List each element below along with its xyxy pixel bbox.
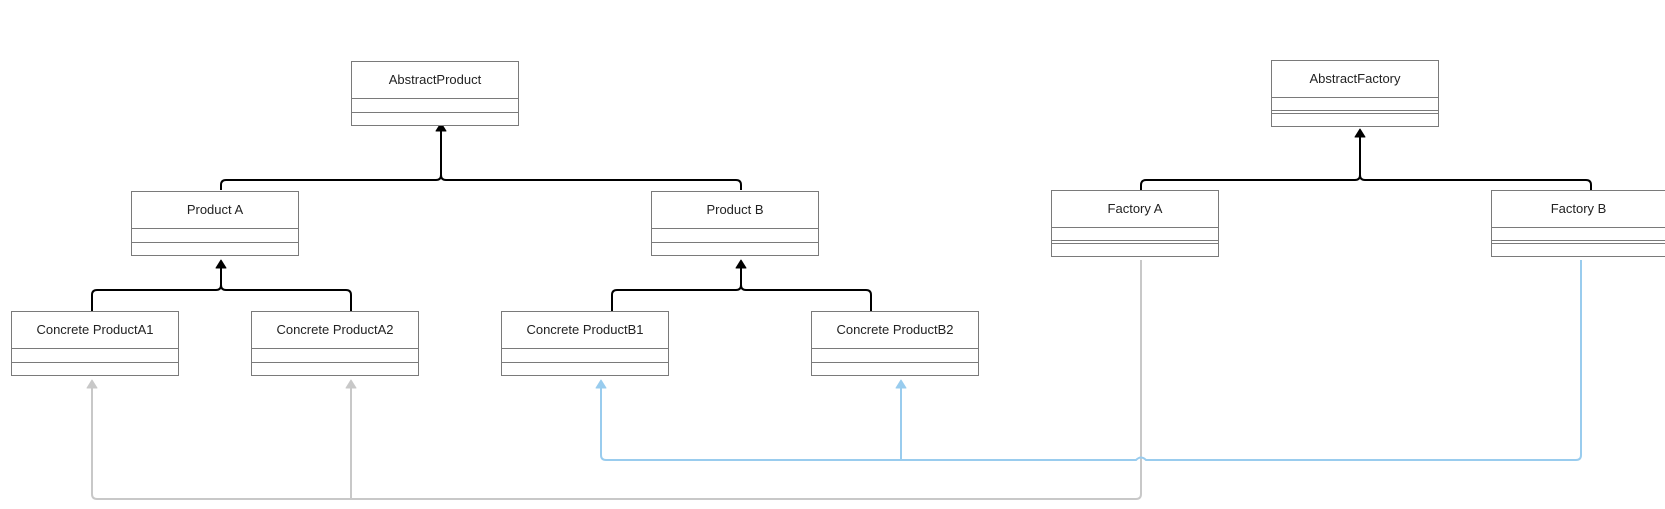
class-product-b[interactable]: Product B (651, 191, 819, 256)
class-operations-section (502, 363, 668, 375)
inheritance-concrete-b-to-product-b (611, 259, 872, 311)
class-concrete-producta1[interactable]: Concrete ProductA1 (11, 311, 179, 376)
class-operations-section (12, 363, 178, 375)
class-name: Concrete ProductB1 (502, 312, 668, 349)
class-operations-section (352, 113, 518, 125)
class-operations-section (1272, 114, 1438, 126)
class-attributes-section (1052, 228, 1218, 241)
class-attributes-section (502, 349, 668, 363)
class-name: AbstractFactory (1272, 61, 1438, 98)
class-name: Product A (132, 192, 298, 229)
class-section-divider (1492, 241, 1665, 244)
inheritance-factories-to-abstractfactory (1140, 128, 1592, 190)
class-factory-a[interactable]: Factory A (1051, 190, 1219, 257)
class-operations-section (652, 243, 818, 255)
class-attributes-section (812, 349, 978, 363)
class-product-a[interactable]: Product A (131, 191, 299, 256)
class-operations-section (132, 243, 298, 255)
class-abstractfactory[interactable]: AbstractFactory (1271, 60, 1439, 127)
class-operations-section (812, 363, 978, 375)
class-attributes-section (252, 349, 418, 363)
creates-factory-a-to-concrete-a (86, 260, 1142, 500)
class-section-divider (1052, 241, 1218, 244)
class-abstractproduct[interactable]: AbstractProduct (351, 61, 519, 126)
class-name: Concrete ProductA2 (252, 312, 418, 349)
inheritance-products-to-abstractproduct (220, 122, 742, 190)
creates-factory-b-to-concrete-b (595, 260, 1582, 461)
class-name: Concrete ProductA1 (12, 312, 178, 349)
class-concrete-productb1[interactable]: Concrete ProductB1 (501, 311, 669, 376)
class-name: Factory B (1492, 191, 1665, 228)
class-factory-b[interactable]: Factory B (1491, 190, 1665, 257)
class-operations-section (1052, 244, 1218, 256)
class-name: Concrete ProductB2 (812, 312, 978, 349)
class-attributes-section (352, 99, 518, 113)
class-name: Factory A (1052, 191, 1218, 228)
class-name: AbstractProduct (352, 62, 518, 99)
class-section-divider (1272, 111, 1438, 114)
class-attributes-section (1492, 228, 1665, 241)
class-attributes-section (132, 229, 298, 243)
class-attributes-section (652, 229, 818, 243)
class-attributes-section (1272, 98, 1438, 111)
class-operations-section (252, 363, 418, 375)
class-concrete-productb2[interactable]: Concrete ProductB2 (811, 311, 979, 376)
class-name: Product B (652, 192, 818, 229)
class-attributes-section (12, 349, 178, 363)
class-concrete-producta2[interactable]: Concrete ProductA2 (251, 311, 419, 376)
class-operations-section (1492, 244, 1665, 256)
inheritance-concrete-a-to-product-a (91, 259, 352, 311)
